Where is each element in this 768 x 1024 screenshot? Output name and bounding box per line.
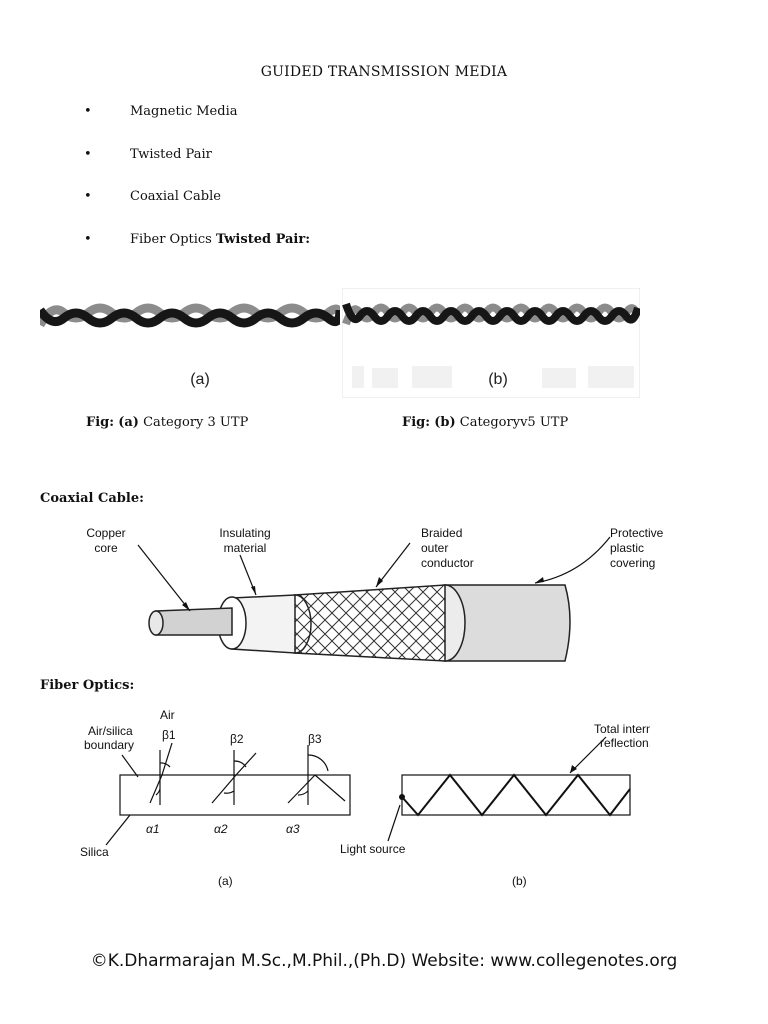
caption-a-prefix: Fig: — [86, 415, 115, 430]
label-insulating-line2: material — [223, 541, 267, 555]
insulating-arrow — [251, 586, 256, 595]
ray1-alpha-arc — [155, 788, 161, 796]
bullet-glyph: • — [84, 189, 92, 204]
total-internal-arrow — [570, 765, 577, 773]
caption-b: Fig: (b) Categoryv5 UTP — [402, 415, 568, 430]
caption-b-text: Categoryv5 UTP — [459, 415, 569, 430]
fiber-heading: Fiber Optics: — [40, 678, 134, 693]
ray3-alpha-arc — [297, 790, 309, 796]
fiber-panel-b-label: (b) — [512, 874, 527, 888]
beta3-label: β3 — [308, 732, 322, 746]
ray2-alpha-arc — [223, 790, 235, 794]
copper-core — [155, 607, 233, 636]
ray2-refracted — [235, 752, 257, 776]
bullet-coaxial-cable: Coaxial Cable — [130, 189, 221, 204]
label-protective-line2: plastic — [610, 541, 645, 555]
label-insulating-line1: Insulating — [219, 526, 271, 540]
ray3-reflected — [314, 774, 346, 802]
alpha3-label: α3 — [286, 822, 300, 836]
ray2-incident — [211, 774, 237, 804]
label-copper-core-line1: Copper — [86, 526, 126, 540]
coaxial-heading: Coaxial Cable: — [40, 491, 144, 506]
protective-arrow — [535, 577, 544, 583]
total-internal-line2: reflection. — [600, 736, 650, 750]
label-braided-line1: Braided — [421, 526, 463, 540]
ray1-refracted — [161, 742, 173, 776]
label-protective-line1: Protective — [610, 526, 664, 540]
copper-core-face — [148, 610, 164, 636]
protective-leader — [534, 536, 611, 584]
caption-a-tag: (a) — [118, 415, 139, 430]
light-source-leader — [387, 804, 401, 842]
alpha1-label: α1 — [146, 822, 160, 836]
fiber-figure-b: Light source Total internal reflection. … — [340, 722, 650, 888]
label-braided-outer-conductor: Braided outer conductor — [421, 526, 491, 571]
silica-label: Silica — [80, 845, 109, 859]
protective-covering — [444, 584, 571, 662]
caption-b-tag: (b) — [434, 415, 456, 430]
coaxial-heading-text: Coaxial Cable: — [40, 491, 144, 506]
twisted-pair-b-black-strand — [342, 302, 640, 325]
label-copper-core: Copper core — [76, 526, 136, 556]
footer-credit: ©K.Dharmarajan M.Sc.,M.Phil.,(Ph.D) Webs… — [90, 951, 678, 971]
twisted-pair-figure-a: (a) — [40, 303, 340, 388]
page-title: GUIDED TRANSMISSION MEDIA — [260, 64, 508, 80]
fiber-figure-a: Air β1 β2 β3 α1 α2 α3 Air/silica boundar… — [80, 708, 351, 888]
silica-leader — [105, 814, 131, 846]
twisted-pair-a-black-strand — [40, 307, 340, 328]
fiber-core — [401, 774, 631, 816]
ray1-beta-arc — [159, 762, 171, 768]
ray2-beta-arc — [233, 760, 247, 768]
fiber-panel-a-label: (a) — [218, 874, 233, 888]
air-label: Air — [160, 708, 175, 722]
caption-a: Fig: (a) Category 3 UTP — [86, 415, 248, 430]
braided-arrow — [376, 577, 383, 587]
caption-a-text: Category 3 UTP — [143, 415, 249, 430]
twisted-pair-b-gray-strand — [342, 303, 640, 326]
alpha2-label: α2 — [214, 822, 228, 836]
braided-conductor — [294, 584, 446, 662]
bullet-fiber-optics: Fiber Optics Twisted Pair: — [130, 232, 310, 247]
copper-core-leader — [137, 544, 191, 612]
ray3-incident — [287, 774, 316, 804]
caption-b-prefix: Fig: — [402, 415, 431, 430]
bullet-glyph: • — [84, 147, 92, 162]
air-silica-leader — [121, 754, 139, 778]
fiber-heading-text: Fiber Optics: — [40, 678, 135, 693]
air-silica-line1: Air/silica — [88, 724, 133, 738]
twisted-pair-a-gray-strand — [40, 303, 340, 328]
ray3-beta-arc — [307, 754, 329, 772]
label-protective-covering: Protective plastic covering — [610, 526, 690, 571]
air-silica-line2: boundary — [84, 738, 134, 752]
silica-block — [119, 774, 351, 816]
bullet-glyph: • — [84, 232, 92, 247]
bullet-glyph: • — [84, 104, 92, 119]
label-braided-line3: conductor — [421, 556, 474, 570]
label-braided-line2: outer — [421, 541, 449, 555]
coaxial-cable-figure — [137, 536, 611, 662]
twisted-pair-a-panel-label: (a) — [190, 371, 210, 388]
bullet-fiber-optics-label: Fiber Optics — [130, 232, 212, 247]
twisted-pair-heading: Twisted Pair: — [216, 232, 311, 247]
label-protective-line3: covering — [610, 556, 656, 570]
total-internal-reflection-ray — [401, 773, 631, 817]
total-internal-line1: Total internal — [594, 722, 650, 736]
bullet-magnetic-media: Magnetic Media — [130, 104, 238, 119]
beta1-label: β1 — [162, 728, 176, 742]
twisted-pair-b-panel-label: (b) — [488, 371, 508, 388]
twisted-pair-figure-b: (b) — [342, 288, 640, 398]
copper-core-arrow — [182, 602, 190, 611]
total-internal-leader — [569, 736, 607, 774]
label-insulating-material: Insulating material — [208, 526, 282, 556]
light-source-label: Light source — [340, 842, 406, 856]
label-copper-core-line2: core — [94, 541, 118, 555]
bullet-twisted-pair: Twisted Pair — [130, 147, 212, 162]
light-source-dot — [399, 794, 405, 800]
beta2-label: β2 — [230, 732, 244, 746]
